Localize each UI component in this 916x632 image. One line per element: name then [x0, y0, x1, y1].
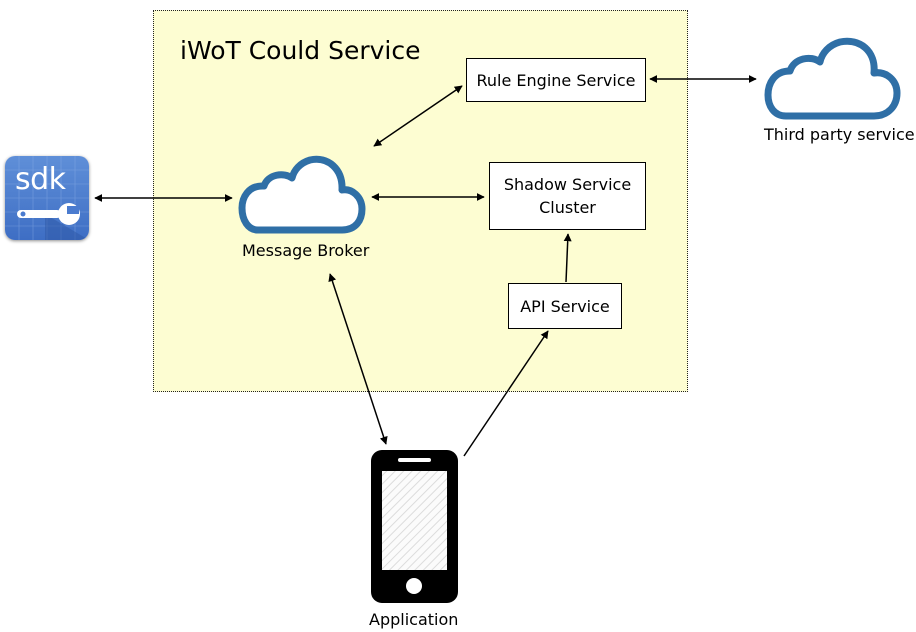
- shadow-service-cluster-box: Shadow Service Cluster: [489, 162, 646, 230]
- application-label: Application: [369, 610, 459, 629]
- sdk-label: sdk: [15, 162, 66, 197]
- third-party-cloud-icon: [764, 37, 901, 120]
- shadow-service-label-line1: Shadow Service: [503, 175, 632, 194]
- arrow-application-api: [463, 330, 549, 457]
- api-service-box: API Service: [508, 283, 622, 329]
- sdk-icon: sdk: [5, 156, 89, 240]
- message-broker-cloud-icon: [238, 155, 366, 234]
- message-broker-label: Message Broker: [242, 241, 370, 260]
- arrow-api-shadow: [563, 233, 572, 283]
- third-party-service-label: Third party service: [764, 125, 915, 144]
- rule-engine-service-label: Rule Engine Service: [476, 70, 636, 90]
- api-service-label: API Service: [520, 296, 610, 316]
- arrow-broker-rule-engine: [373, 85, 463, 147]
- arrow-broker-application: [328, 273, 388, 445]
- shadow-service-label-line2: Cluster: [539, 198, 596, 217]
- zone-title: iWoT Could Service: [180, 36, 421, 65]
- rule-engine-service-box: Rule Engine Service: [466, 58, 646, 102]
- phone-icon: [371, 450, 458, 603]
- sdk-wrench-icon: [5, 156, 89, 240]
